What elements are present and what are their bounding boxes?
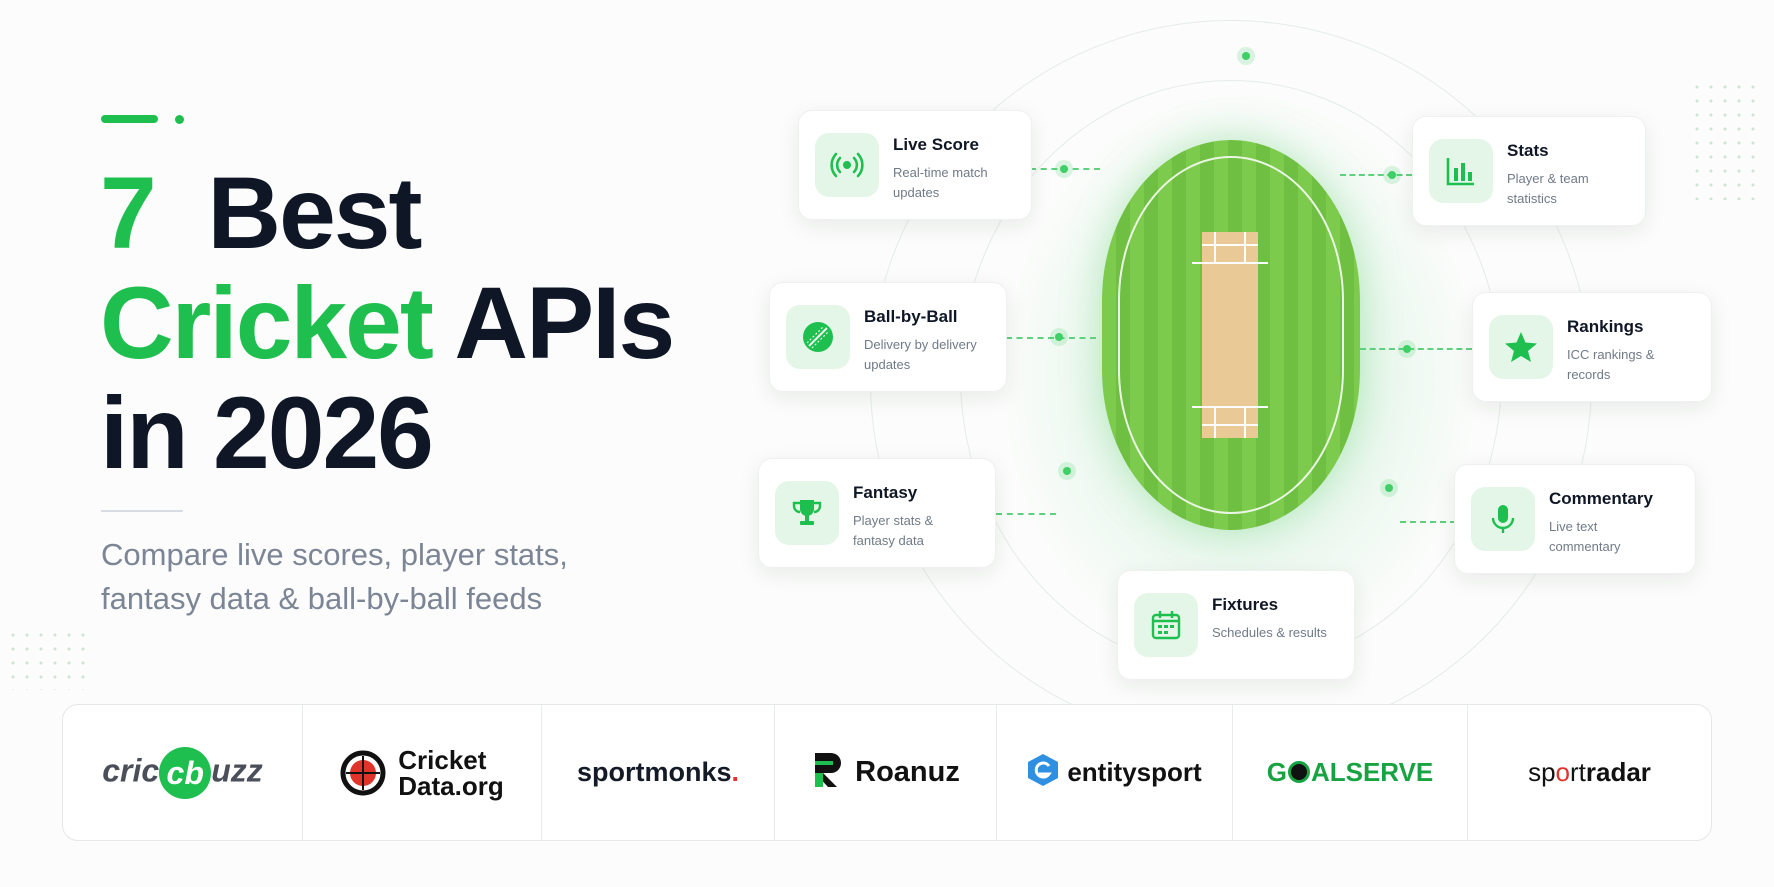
trophy-icon xyxy=(775,481,839,545)
headline: 7 Best Cricket APIs in 2026 xyxy=(100,156,675,490)
bar-chart-icon xyxy=(1429,139,1493,203)
card-desc: Live text commentary xyxy=(1549,519,1621,554)
logo-text: sportmonks xyxy=(576,757,732,787)
star-icon xyxy=(1489,315,1553,379)
roanuz-mark-icon xyxy=(811,751,845,794)
accent-line xyxy=(101,115,158,123)
card-desc: Schedules & results xyxy=(1212,625,1327,640)
card-desc: Player stats & fantasy data xyxy=(853,513,934,548)
logo-text: Roanuz xyxy=(855,756,960,788)
card-commentary[interactable]: Commentary Live text commentary xyxy=(1454,464,1696,574)
logo-text: Data.org xyxy=(398,770,504,801)
accent-dot xyxy=(175,115,184,124)
microphone-icon xyxy=(1471,487,1535,551)
title-word-best: Best xyxy=(207,156,422,270)
card-desc: Player & team statistics xyxy=(1507,171,1589,206)
card-title: Ball-by-Ball xyxy=(864,307,958,326)
card-desc: Delivery by delivery updates xyxy=(864,337,977,372)
card-title: Stats xyxy=(1507,141,1549,160)
card-desc: ICC rankings & records xyxy=(1567,347,1655,382)
cricket-ball-icon xyxy=(786,305,850,369)
crease-top-inner xyxy=(1202,244,1258,246)
node-ball xyxy=(1055,333,1063,341)
cricket-field xyxy=(1102,140,1360,530)
logo-entitysport[interactable]: entitysport xyxy=(997,705,1233,840)
logo-text: Cricket xyxy=(398,744,487,775)
boundary-line xyxy=(1118,156,1344,514)
entitysport-mark-icon xyxy=(1027,753,1059,792)
card-fantasy[interactable]: Fantasy Player stats & fantasy data xyxy=(758,458,996,568)
card-ball-by-ball[interactable]: Ball-by-Ball Delivery by delivery update… xyxy=(769,282,1007,392)
card-title: Fixtures xyxy=(1212,595,1279,614)
logo-text: entitysport xyxy=(1067,757,1202,787)
node-fantasy xyxy=(1063,467,1071,475)
logo-text: uzz xyxy=(211,751,263,788)
crease-line-b xyxy=(1244,232,1246,262)
crease-line-c xyxy=(1214,408,1216,438)
broadcast-icon xyxy=(815,133,879,197)
cricket-pitch xyxy=(1192,232,1268,438)
crease-top xyxy=(1192,262,1268,264)
logo-goalserve[interactable]: G ALSERVE xyxy=(1233,705,1468,840)
node-stats xyxy=(1388,171,1396,179)
subtitle-line1: Compare live scores, player stats, xyxy=(101,537,568,572)
logo-text: radar xyxy=(1585,757,1651,787)
dot-grid-bottom-left xyxy=(6,628,86,690)
node-live-score xyxy=(1060,165,1068,173)
calendar-icon xyxy=(1134,593,1198,657)
cricbuzz-badge: cb xyxy=(159,746,212,799)
crease-line-d xyxy=(1244,408,1246,438)
logo-text: o xyxy=(1555,757,1570,787)
logo-dot: . xyxy=(731,757,740,787)
card-desc: Real-time match updates xyxy=(893,165,988,200)
separator xyxy=(101,510,183,512)
title-line-year: in 2026 xyxy=(100,376,434,490)
subtitle: Compare live scores, player stats, fanta… xyxy=(101,533,661,621)
crease-bottom xyxy=(1192,406,1268,408)
logo-text: sp xyxy=(1528,757,1556,787)
logo-sportradar[interactable]: sportradar xyxy=(1468,705,1711,840)
title-number: 7 xyxy=(100,156,157,270)
connector-commentary xyxy=(1400,521,1456,523)
node-rankings xyxy=(1403,345,1411,353)
card-title: Live Score xyxy=(893,135,979,154)
card-rankings[interactable]: Rankings ICC rankings & records xyxy=(1472,292,1712,402)
title-word-cricket: Cricket xyxy=(100,266,434,380)
logo-cricketdata[interactable]: Cricket Data.org xyxy=(303,705,542,840)
connector-stats xyxy=(1340,174,1412,176)
goalserve-ball-icon xyxy=(1287,761,1310,783)
crease-line-a xyxy=(1214,232,1216,262)
logo-text: G xyxy=(1266,757,1287,787)
logo-text: cric xyxy=(102,751,160,788)
node-commentary xyxy=(1385,484,1393,492)
logo-text: ALSERVE xyxy=(1310,757,1434,787)
logo-text: rt xyxy=(1570,757,1586,787)
connector-fantasy xyxy=(996,513,1056,515)
logo-roanuz[interactable]: Roanuz xyxy=(775,705,997,840)
connector-ball xyxy=(1006,337,1096,339)
crease-bottom-inner xyxy=(1202,424,1258,426)
dot-grid-top-right xyxy=(1690,80,1760,200)
card-title: Commentary xyxy=(1549,489,1653,508)
top-node-dot xyxy=(1242,52,1250,60)
card-title: Rankings xyxy=(1567,317,1644,336)
card-title: Fantasy xyxy=(853,483,918,502)
card-live-score[interactable]: Live Score Real-time match updates xyxy=(798,110,1032,220)
card-fixtures[interactable]: Fixtures Schedules & results xyxy=(1117,570,1355,680)
title-word-apis: APIs xyxy=(454,266,675,380)
card-stats[interactable]: Stats Player & team statistics xyxy=(1412,116,1646,226)
connector-rankings xyxy=(1360,348,1472,350)
cricketdata-mark-icon xyxy=(340,750,386,796)
subtitle-line2: fantasy data & ball-by-ball feeds xyxy=(101,581,543,616)
logo-sportmonks[interactable]: sportmonks. xyxy=(542,705,775,840)
